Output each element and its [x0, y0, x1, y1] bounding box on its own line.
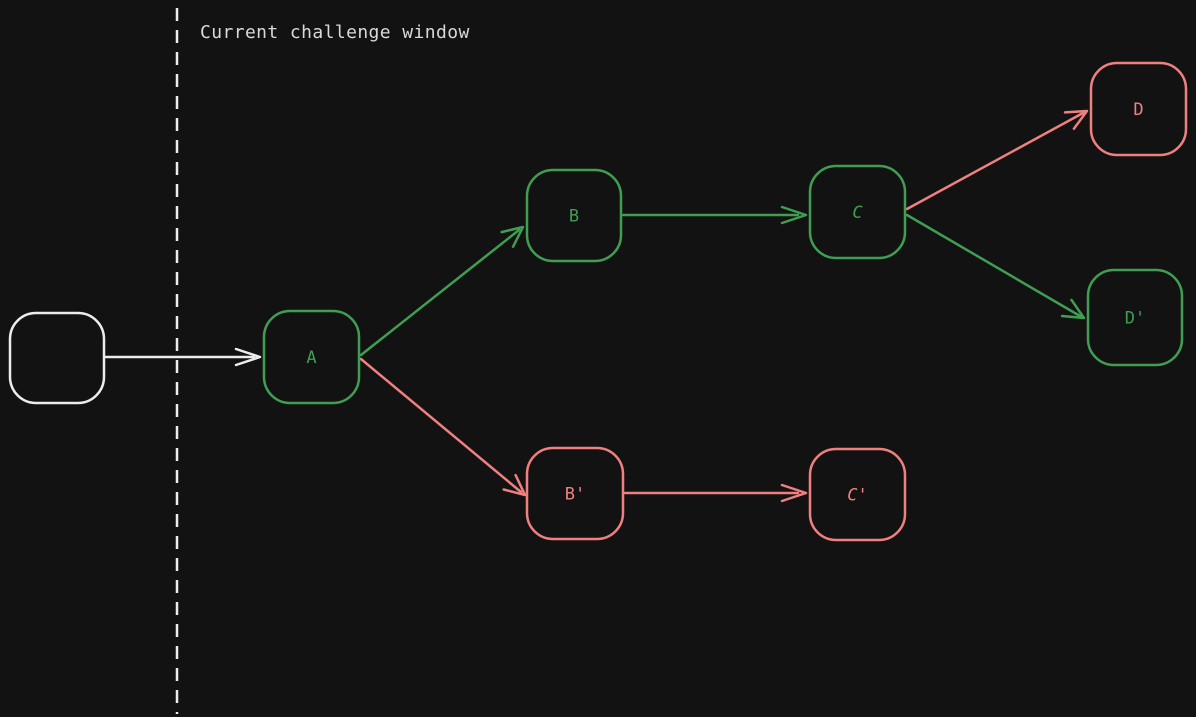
edge-bprime-cprime-arrowhead: [780, 483, 808, 503]
node-b-label: B: [569, 206, 579, 226]
node-d-label: D: [1133, 100, 1143, 120]
edge-c-dprime-arrowhead: [1060, 298, 1086, 320]
edge-a-bprime-line: [359, 357, 523, 494]
edge-a-bprime: [359, 357, 527, 497]
node-d: D: [1089, 61, 1188, 157]
edge-a-b-arrowhead: [500, 225, 525, 248]
edge-start-a: [103, 347, 262, 367]
node-c: C: [808, 164, 907, 260]
edge-a-b: [359, 225, 525, 357]
node-cprime-label: C': [847, 485, 867, 505]
edge-c-d-arrowhead: [1063, 109, 1089, 130]
edge-c-d: [905, 109, 1089, 211]
node-bprime-box: [525, 446, 625, 541]
node-cprime: C': [808, 447, 907, 542]
node-b: B: [525, 168, 623, 263]
node-cprime-box: [808, 447, 907, 542]
node-start: [8, 311, 106, 405]
node-dprime-label: D': [1125, 308, 1145, 328]
edge-c-dprime-line: [905, 213, 1082, 318]
node-c-label: C: [852, 203, 863, 223]
node-a-box: [262, 309, 361, 405]
node-bprime-label: B': [565, 484, 585, 504]
node-a: A: [262, 309, 361, 405]
node-a-label: A: [306, 348, 316, 368]
node-c-box: [808, 164, 907, 260]
node-dprime: D': [1086, 268, 1184, 367]
node-start-box: [8, 311, 106, 405]
edge-a-b-line: [359, 228, 521, 357]
node-bprime: B': [525, 446, 625, 541]
edge-a-bprime-arrowhead: [502, 473, 527, 497]
edge-start-a-arrowhead: [234, 347, 262, 367]
node-d-box: [1089, 61, 1188, 157]
edge-c-dprime: [905, 213, 1086, 320]
edge-c-d-line: [905, 111, 1085, 211]
edge-b-c-arrowhead: [780, 205, 808, 225]
node-dprime-box: [1086, 268, 1184, 367]
edge-bprime-cprime: [623, 483, 808, 503]
edge-b-c: [621, 205, 808, 225]
challenge-window-label: Current challenge window: [200, 22, 470, 43]
node-b-box: [525, 168, 623, 263]
